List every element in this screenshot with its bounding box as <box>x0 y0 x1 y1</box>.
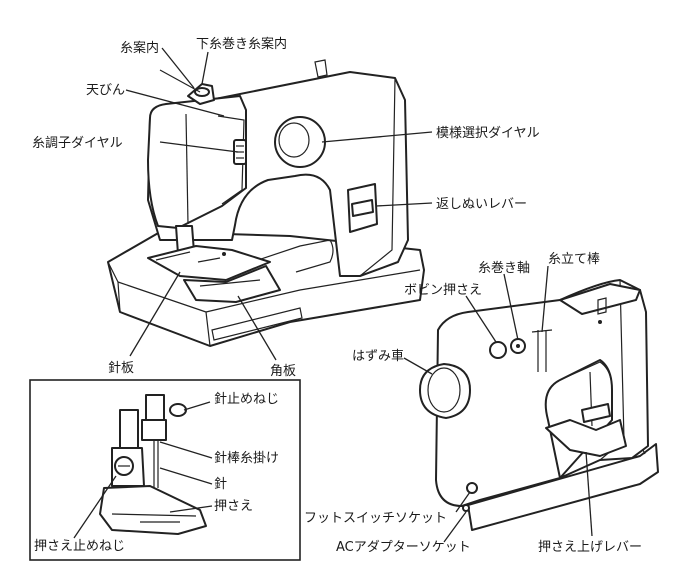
label-pattern-dial: 模様選択ダイヤル <box>436 126 540 141</box>
label-tension-dial: 糸調子ダイヤル <box>32 136 123 151</box>
label-needle-bar-thread-guide: 針棒糸掛け <box>214 451 279 466</box>
label-needle-plate: 針板 <box>108 361 134 376</box>
label-take-up-lever: 天びん <box>86 83 125 98</box>
label-bobbin-winder-shaft: 糸巻き軸 <box>478 261 530 276</box>
label-square-plate: 角板 <box>270 364 296 379</box>
label-bobbin-thread-guide: 下糸巻き糸案内 <box>196 36 287 52</box>
label-bobbin-stopper: ボビン押さえ <box>404 283 482 298</box>
rear-machine <box>419 279 659 531</box>
label-ac-adapter-socket: ACアダプターソケット <box>336 540 471 555</box>
label-presser-lifter: 押さえ上げレバー <box>538 540 642 555</box>
label-thread-guide: 糸案内 <box>120 40 159 56</box>
label-foot-switch-socket: フットスイッチソケット <box>304 511 447 526</box>
labels: 糸案内 下糸巻き糸案内 天びん 糸調子ダイヤル 模様選択ダイヤル 返しぬいレバー… <box>32 36 642 555</box>
inset-detail <box>29 379 301 561</box>
main-machine <box>107 59 425 347</box>
label-presser-foot-screw: 押さえ止めねじ <box>34 539 125 554</box>
label-needle-clamp-screw: 針止めねじ <box>214 392 279 407</box>
label-handwheel: はずみ車 <box>352 349 404 364</box>
label-presser-foot: 押さえ <box>214 499 253 514</box>
label-spool-pin: 糸立て棒 <box>548 252 600 267</box>
label-reverse-lever: 返しぬいレバー <box>436 197 527 212</box>
leader-lines <box>73 47 593 543</box>
label-needle: 針 <box>214 477 227 492</box>
